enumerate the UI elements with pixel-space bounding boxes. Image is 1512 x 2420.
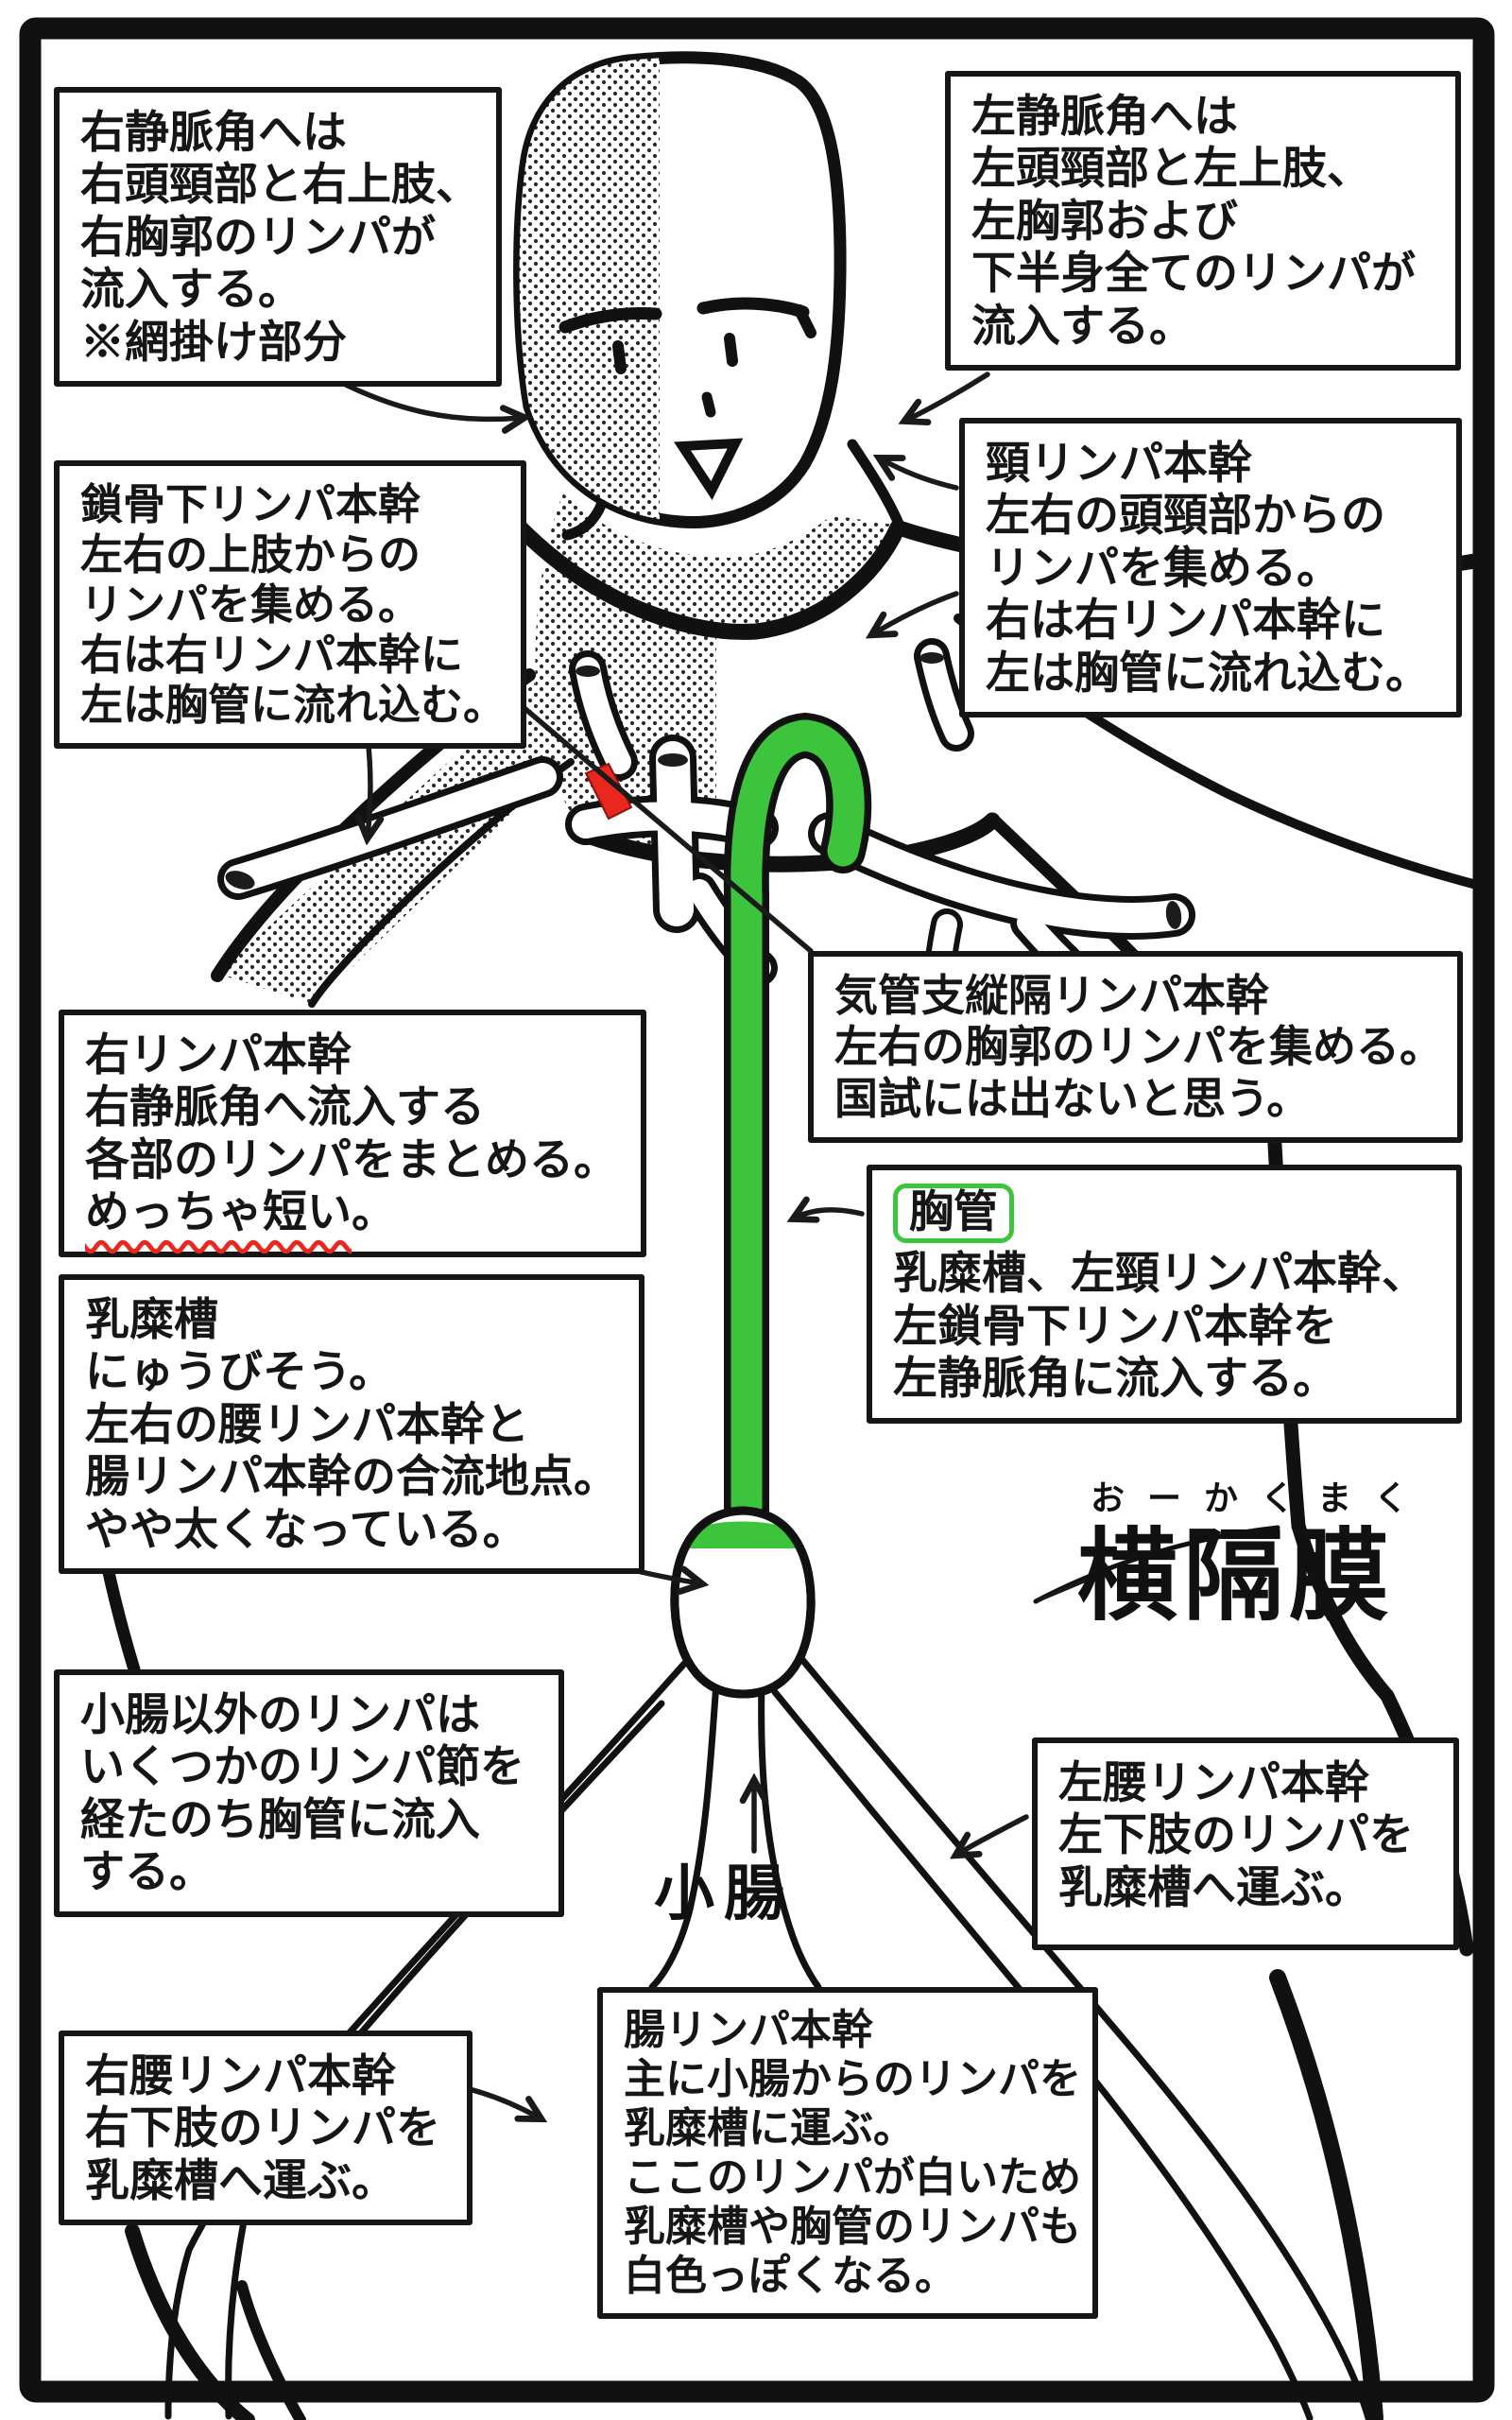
thoracic-duct <box>723 712 872 1552</box>
thoracic-duct-keyword: 胸管 <box>893 1184 1014 1244</box>
note-keyword-line: 胸管 <box>893 1184 1435 1247</box>
note-left-venous-angle: 左静脈角へは 左頭頸部と左上肢、 左胸郭および 下半身全てのリンパが 流入する。 <box>945 71 1461 372</box>
note-line: 左右の頭頸部からの <box>986 490 1385 541</box>
note-cisterna-chyli: 乳糜槽 にゅうびそう。 左右の腰リンパ本幹と 腸リンパ本幹の合流地点。 やや太く… <box>59 1274 644 1575</box>
note-line: 右下肢のリンパを <box>85 2102 440 2153</box>
note-line: 下半身全てのリンパが <box>971 248 1416 299</box>
note-line: にゅうびそう。 <box>85 1346 394 1397</box>
note-line: 左頭頸部と左上肢、 <box>971 143 1371 194</box>
note-line: 右静脈角へ流入する <box>85 1081 485 1132</box>
note-line: 気管支縦隔リンパ本幹 <box>834 971 1269 1020</box>
note-line: リンパを集める。 <box>80 580 421 630</box>
diaphragm-furigana: おーかくまく <box>1091 1478 1432 1517</box>
wavy-underlined-text: めっちゃ短い <box>85 1186 352 1237</box>
note-line: やや太くなっている。 <box>85 1503 527 1554</box>
note-thoracic-duct: 胸管 乳糜槽、左頸リンパ本幹、 左鎖骨下リンパ本幹を 左静脈角に流入する。 <box>867 1165 1462 1424</box>
note-line: 左胸郭および <box>971 195 1238 246</box>
note-subclavian-trunk: 鎖骨下リンパ本幹 左右の上肢からの リンパを集める。 右は右リンパ本幹に 左は胸… <box>54 460 526 750</box>
face <box>558 297 816 500</box>
note-right-lymphatic-trunk: 右リンパ本幹 右静脈角へ流入する 各部のリンパをまとめる。 めっちゃ短い。 <box>59 1010 646 1257</box>
note-line: ※網掛け部分 <box>80 316 347 367</box>
note-line: 左鎖骨下リンパ本幹を <box>893 1300 1337 1351</box>
note-left-lumbar-trunk: 左腰リンパ本幹 左下肢のリンパを 乳糜槽へ運ぶ。 <box>1032 1737 1459 1950</box>
note-lymph-nodes: 小腸以外のリンパは いくつかのリンパ節を 経たのち胸管に流入 する。 <box>54 1669 564 1917</box>
note-line: 左右の胸郭のリンパを集める。 <box>834 1022 1443 1072</box>
note-line: 流入する。 <box>80 264 302 315</box>
note-line: 左は胸管に流れ込む。 <box>80 681 507 730</box>
note-line: ここのリンパが白いため <box>624 2153 1081 2201</box>
note-right-venous-angle: 右静脈角へは 右頭頸部と右上肢、 右胸郭のリンパが 流入する。 ※網掛け部分 <box>54 87 502 388</box>
note-line: 左は胸管に流れ込む。 <box>986 647 1430 698</box>
note-line: 主に小腸からのリンパを <box>624 2055 1081 2102</box>
note-line: 経たのち胸管に流入 <box>80 1793 480 1844</box>
note-line: 腸リンパ本幹 <box>624 2007 873 2053</box>
note-line: 右腰リンパ本幹 <box>85 2050 396 2100</box>
mouth <box>674 438 744 500</box>
note-line: 頸リンパ本幹 <box>986 438 1252 488</box>
note-line: 腸リンパ本幹の合流地点。 <box>85 1451 618 1502</box>
small-intestine-text: 小腸 <box>654 1859 794 1927</box>
note-line: 右は右リンパ本幹に <box>986 595 1385 646</box>
note-line: リンパを集める。 <box>986 542 1341 593</box>
note-line: 各部のリンパをまとめる。 <box>85 1133 618 1184</box>
small-intestine-label: 小腸 <box>654 1845 794 1932</box>
note-line: 右頭頸部と右上肢、 <box>80 159 480 210</box>
head <box>513 51 847 528</box>
note-line: 左腰リンパ本幹 <box>1058 1757 1369 1807</box>
note-line: 右静脈角へは <box>80 107 347 157</box>
note-line-suffix: 。 <box>352 1186 396 1237</box>
panel-frame <box>19 17 1495 2403</box>
note-line: 乳糜槽や胸管のリンパも <box>624 2203 1081 2250</box>
note-right-lumbar-trunk: 右腰リンパ本幹 右下肢のリンパを 乳糜槽へ運ぶ。 <box>59 2031 472 2226</box>
cisterna-chyli <box>670 1506 816 1699</box>
note-line: 右胸郭のリンパが <box>80 211 436 262</box>
note-line: 乳糜槽に運ぶ。 <box>624 2104 915 2152</box>
note-line: 左静脈角へは <box>971 91 1238 141</box>
note-line: 乳糜槽へ運ぶ。 <box>1058 1861 1369 1912</box>
note-jugular-trunk: 頸リンパ本幹 左右の頭頸部からの リンパを集める。 右は右リンパ本幹に 左は胸管… <box>959 418 1462 718</box>
note-line: 白色っぽくなる。 <box>624 2252 956 2299</box>
note-line: する。 <box>80 1846 214 1897</box>
diaphragm-label: おーかくまく 横隔膜 <box>1077 1471 1431 1635</box>
note-line: 左右の上肢からの <box>80 530 421 579</box>
note-line: 左右の腰リンパ本幹と <box>85 1398 529 1449</box>
diaphragm-text: 横隔膜 <box>1077 1521 1395 1633</box>
note-line: 国試には出ないと思う。 <box>834 1073 1311 1123</box>
note-bronchomediastinal-trunk: 気管支縦隔リンパ本幹 左右の胸郭のリンパを集める。 国試には出ないと思う。 <box>808 951 1463 1143</box>
note-line: 鎖骨下リンパ本幹 <box>80 480 421 528</box>
note-line: 乳糜槽へ運ぶ。 <box>85 2154 396 2205</box>
note-line: 乳糜槽 <box>85 1294 218 1344</box>
note-line: 小腸以外のリンパは <box>80 1689 480 1739</box>
note-line: めっちゃ短い。 <box>85 1185 620 1237</box>
note-line: 右リンパ本幹 <box>85 1029 352 1080</box>
note-line: 乳糜槽、左頸リンパ本幹、 <box>893 1248 1426 1299</box>
note-intestinal-trunk: 腸リンパ本幹 主に小腸からのリンパを 乳糜槽に運ぶ。 ここのリンパが白いため 乳… <box>597 1987 1098 2320</box>
right-lymphatic-trunk-highlight <box>584 762 633 821</box>
note-line: 流入する。 <box>971 300 1194 351</box>
note-line: いくつかのリンパ節を <box>80 1741 524 1792</box>
note-line: 左静脈角に流入する。 <box>893 1353 1337 1404</box>
note-line: 右は右リンパ本幹に <box>80 631 464 680</box>
note-line: 左下肢のリンパを <box>1058 1809 1414 1860</box>
